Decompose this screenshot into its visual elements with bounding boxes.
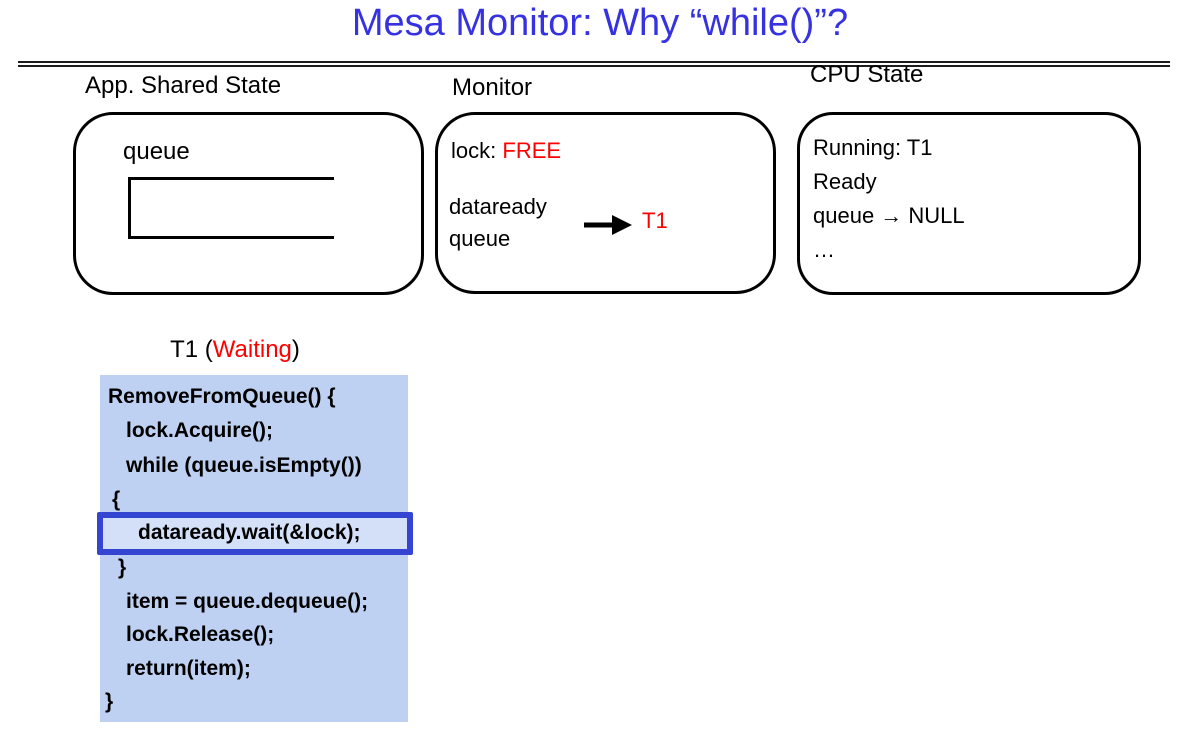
lock-value: FREE [502, 138, 562, 163]
waiting-thread-label: T1 [642, 208, 668, 233]
lock-label: lock: [451, 138, 497, 163]
code-line: while (queue.isEmpty()) [126, 454, 362, 477]
thread-caption-suffix: ) [291, 336, 300, 363]
code-line: { [112, 488, 121, 511]
highlighted-line-box [97, 512, 413, 555]
code-line-highlighted: dataready.wait(&lock); [138, 521, 361, 544]
arrow-icon [584, 215, 632, 235]
cpu-state-panel: Running: T1 Ready queue → NULL … [797, 112, 1141, 295]
monitor-panel: lock: FREE dataready queue T1 [435, 112, 776, 294]
lock-status-line: lock: FREE [451, 138, 561, 164]
monitor-queue-label: queue [449, 226, 511, 251]
cpu-queue-line: queue → NULL [813, 203, 965, 228]
slide-title: Mesa Monitor: Why “while()”? [351, 2, 849, 44]
code-line: lock.Release(); [126, 623, 275, 646]
cpu-ellipsis-line: … [813, 237, 835, 262]
thread-caption-prefix: T1 ( [170, 336, 213, 363]
cpu-ready-line: Ready [813, 169, 877, 194]
code-line: RemoveFromQueue() { [108, 385, 336, 408]
code-line: item = queue.dequeue(); [126, 590, 369, 613]
cpu-state-lines: Running: T1 Ready queue → NULL … [813, 131, 965, 267]
code-block: RemoveFromQueue() { lock.Acquire(); whil… [97, 375, 413, 722]
queue-label: queue [123, 138, 190, 165]
code-line: lock.Acquire(); [126, 419, 274, 442]
queue-shape [128, 177, 334, 239]
code-line: } [118, 556, 127, 579]
title-divider [18, 61, 1170, 67]
monitor-label: Monitor [452, 74, 533, 101]
code-line: } [105, 690, 114, 713]
thread-caption: T1 (Waiting) [90, 336, 380, 364]
condvar-label: dataready [449, 194, 547, 219]
app-shared-state-label: App. Shared State [85, 72, 282, 99]
cpu-state-label: CPU State [810, 61, 924, 88]
app-shared-state-panel: queue [73, 112, 424, 295]
code-line: return(item); [126, 657, 251, 680]
cpu-running-line: Running: T1 [813, 135, 933, 160]
thread-state: Waiting [212, 336, 292, 363]
